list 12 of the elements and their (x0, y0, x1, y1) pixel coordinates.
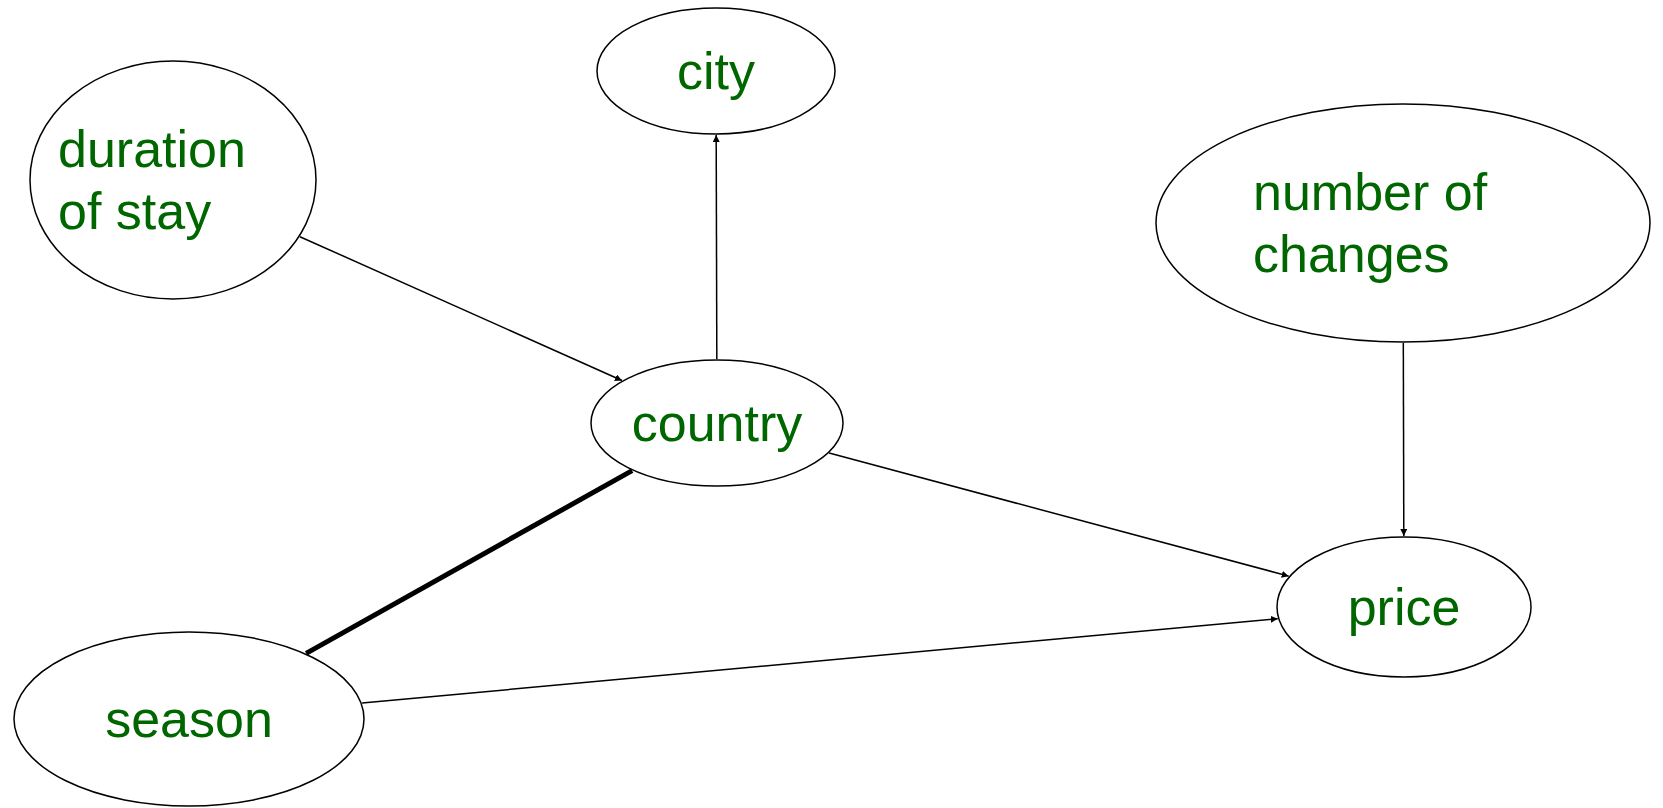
arrow (828, 452, 1290, 578)
node-label: duration of stay (58, 118, 247, 242)
arrow (1400, 342, 1408, 537)
node-label: city (677, 40, 755, 102)
node-label: number of changes (1253, 161, 1489, 285)
node-label: season (105, 688, 273, 750)
arrow (361, 615, 1279, 704)
arrow (712, 134, 720, 360)
connector-line (304, 468, 634, 656)
arrow (299, 235, 623, 382)
node-label: price (1347, 576, 1461, 638)
node-label: country (631, 392, 803, 454)
